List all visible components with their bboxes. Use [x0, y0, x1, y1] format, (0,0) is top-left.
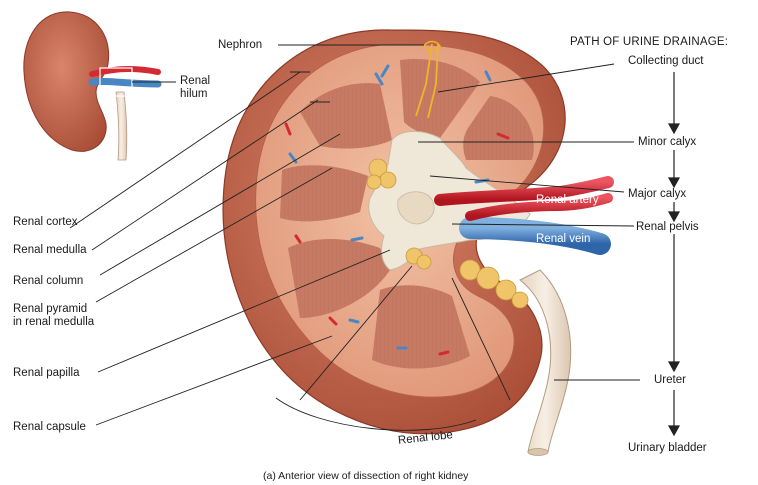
pathway-step-collecting-duct: Collecting duct [628, 55, 703, 68]
label-renal-papilla: Renal papilla [13, 367, 80, 380]
pathway-step-minor-calyx: Minor calyx [638, 136, 696, 149]
kidney-thumbnail [24, 12, 158, 160]
label-renal-medulla: Renal medulla [13, 244, 87, 257]
label-renal-artery: Renal artery [536, 194, 599, 207]
label-renal-column: Renal column [13, 275, 83, 288]
label-renal-cortex: Renal cortex [13, 216, 78, 229]
pathway-step-major-calyx: Major calyx [628, 188, 686, 201]
pathway-step-urinary-bladder: Urinary bladder [628, 442, 707, 455]
pathway-title: PATH OF URINE DRAINAGE: [570, 36, 728, 49]
label-nephron: Nephron [218, 39, 262, 52]
figure-caption: (a) Anterior view of dissection of right… [263, 470, 468, 483]
label-renal-pyramid: Renal pyramid in renal medulla [13, 303, 94, 329]
label-renal-hilum: Renal hilum [180, 75, 210, 101]
label-renal-capsule: Renal capsule [13, 421, 86, 434]
label-renal-vein: Renal vein [536, 233, 590, 246]
pathway-step-ureter: Ureter [654, 374, 686, 387]
pathway-step-renal-pelvis: Renal pelvis [636, 221, 699, 234]
